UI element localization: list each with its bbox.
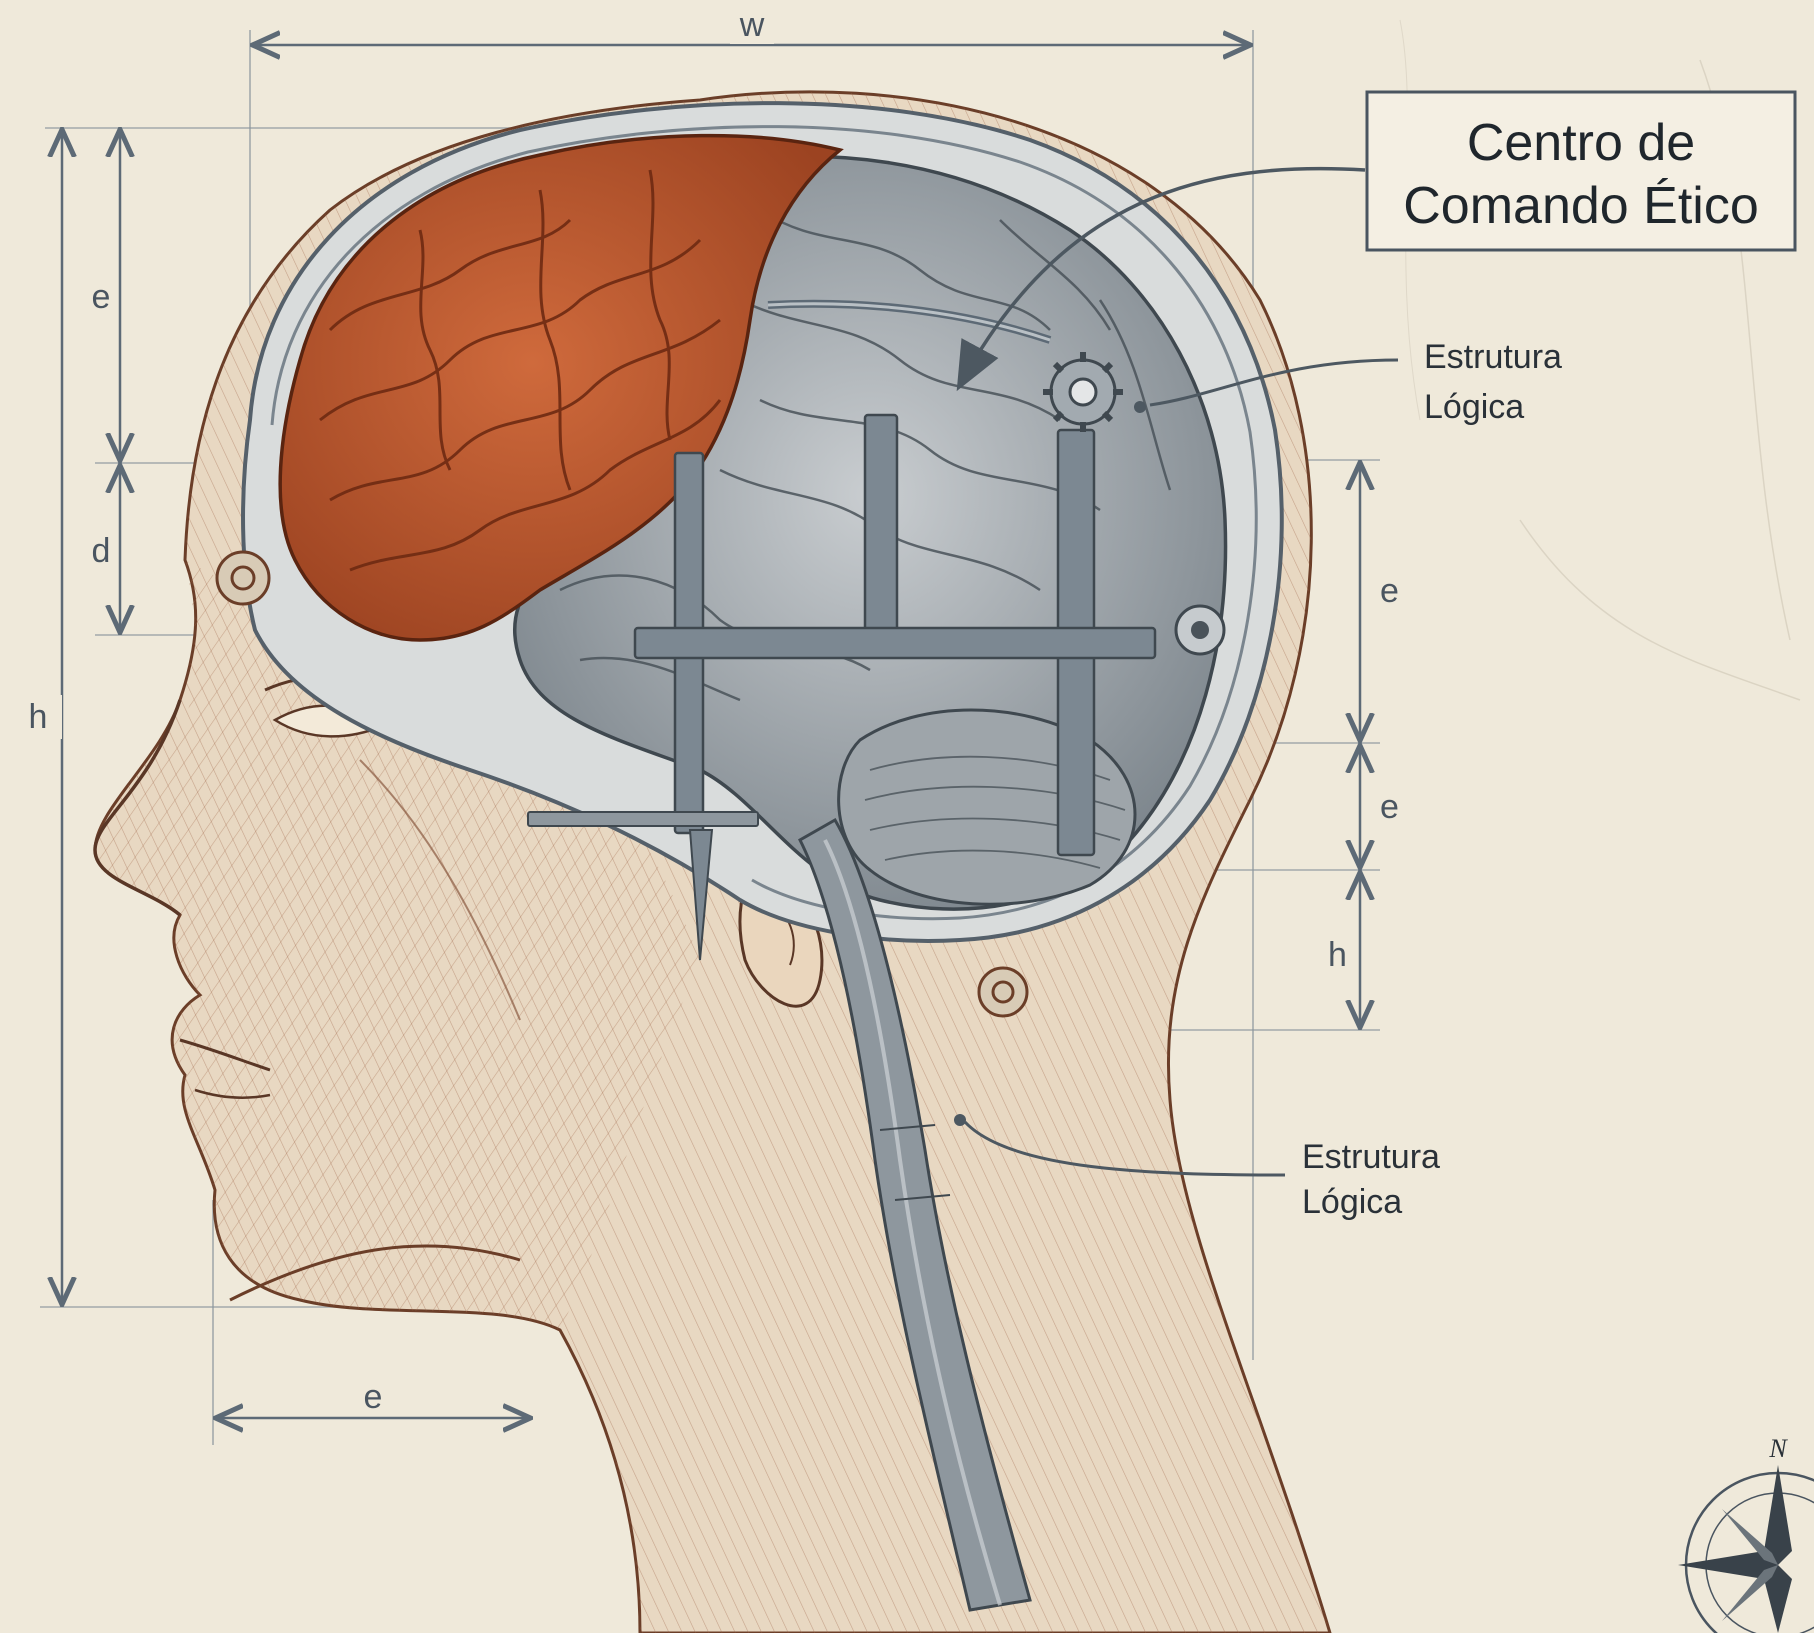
neck-bolt-icon <box>979 968 1027 1016</box>
lower-label-line2: Lógica <box>1302 1183 1402 1221</box>
gear-icon <box>1043 352 1123 432</box>
bolt-icon <box>1176 606 1224 654</box>
dim-label-right-lower: h <box>1328 936 1347 974</box>
upper-label-line1: Estrutura <box>1424 338 1562 376</box>
callout-title-line1: Centro de <box>1467 114 1695 172</box>
compass-north-label: N <box>1768 1434 1788 1463</box>
temple-bolt-icon <box>217 552 269 604</box>
dim-label-bottom-width: e <box>364 1378 383 1416</box>
upper-label-line2: Lógica <box>1424 388 1524 426</box>
lower-label-line1: Estrutura <box>1302 1138 1440 1176</box>
dim-label-left-middle: d <box>92 532 111 570</box>
dim-label-left-upper: e <box>92 278 111 316</box>
compass-rose-icon: N <box>1678 1434 1814 1633</box>
dim-label-right-upper: e <box>1380 572 1399 610</box>
dim-label-left-total-height: h <box>29 698 48 736</box>
dim-label-right-middle: e <box>1380 788 1399 826</box>
dim-label-top-width: w <box>739 6 765 44</box>
callout-title-line2: Comando Ético <box>1403 177 1759 235</box>
